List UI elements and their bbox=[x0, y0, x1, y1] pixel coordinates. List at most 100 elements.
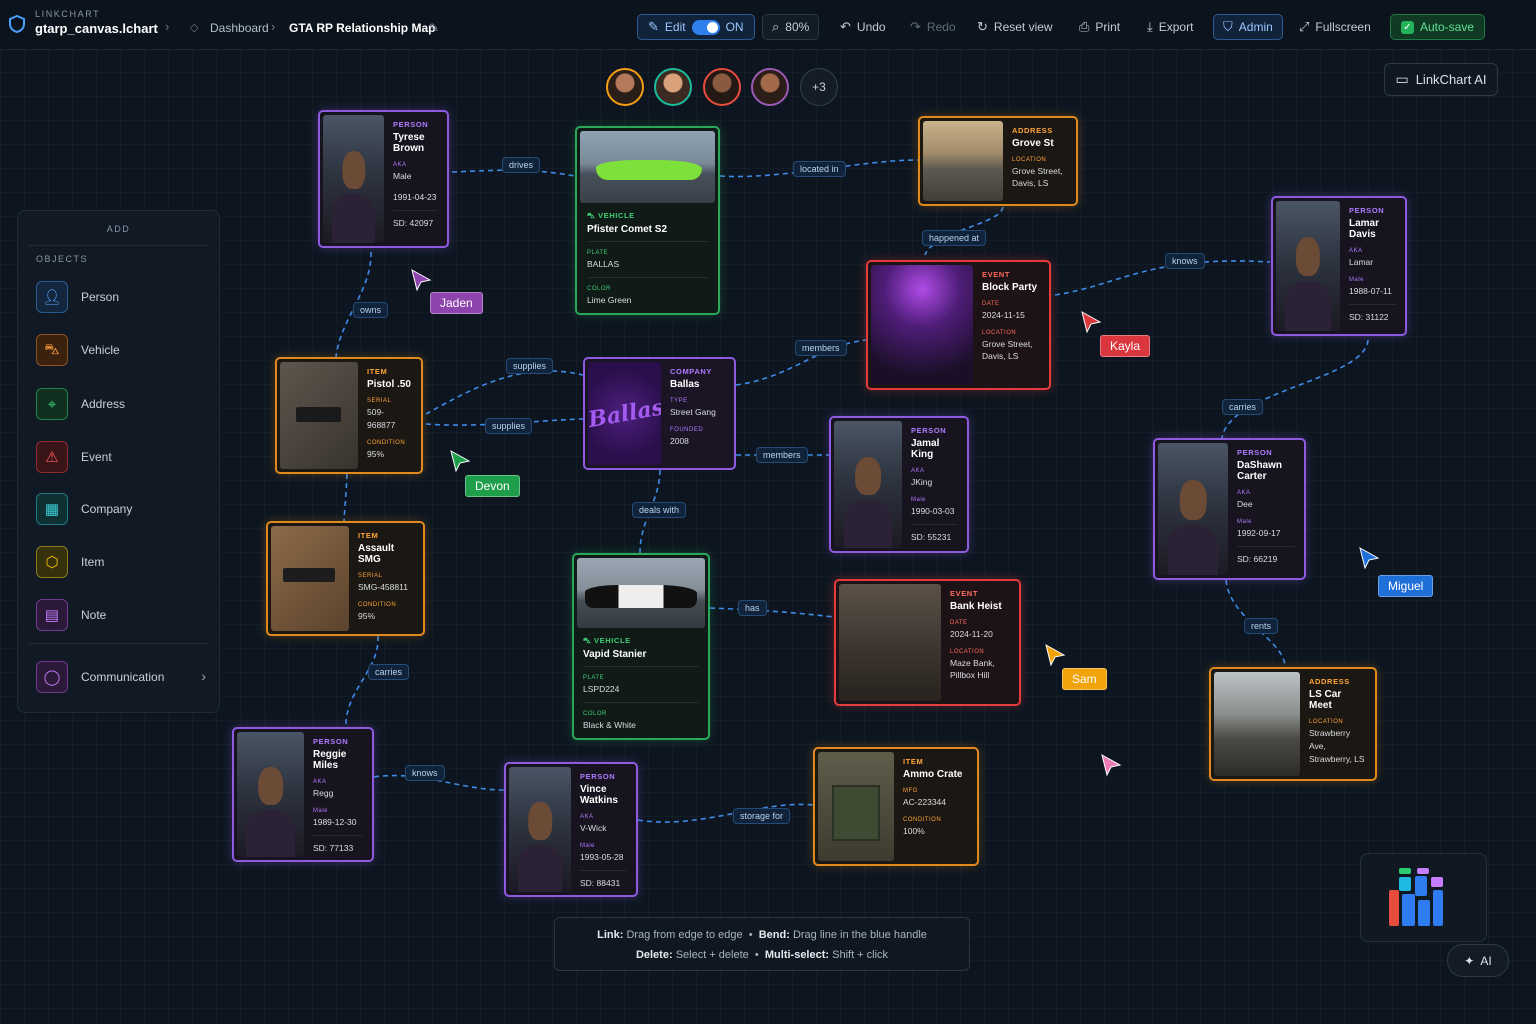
node-name: Reggie Miles bbox=[313, 749, 347, 771]
more-collaborators[interactable]: +3 bbox=[800, 68, 838, 106]
shield-icon: ⛉ bbox=[1223, 19, 1233, 34]
divider bbox=[28, 245, 209, 246]
node-card-pistol[interactable]: ITEM Pistol .50 SERIAL 509-968877 CONDIT… bbox=[275, 357, 423, 474]
undo-button[interactable]: ↶Undo bbox=[840, 14, 886, 40]
edge-label-carries[interactable]: carries bbox=[368, 664, 410, 680]
print-button[interactable]: ⎙Print bbox=[1079, 14, 1120, 40]
divider bbox=[28, 643, 209, 644]
edge-label-members[interactable]: members bbox=[795, 340, 847, 356]
checkbox-checked-icon: ✓ bbox=[1401, 20, 1414, 34]
field-value: 95% bbox=[367, 449, 385, 459]
node-card-block-party[interactable]: EVENT Block Party DATE 2024-11-15 LOCATI… bbox=[866, 260, 1051, 390]
field-label: CONDITION bbox=[903, 817, 942, 823]
sidebar-item-item[interactable]: ⬡ Item bbox=[36, 544, 206, 580]
field-value: AC-223344 bbox=[903, 797, 947, 807]
car-icon: ⛍ bbox=[587, 211, 599, 220]
field-value: 1991-04-23 bbox=[393, 192, 437, 202]
field-label: AKA bbox=[313, 779, 327, 785]
minimap-node bbox=[1389, 890, 1399, 926]
sidebar-item-company[interactable]: ▦ Company bbox=[36, 491, 206, 527]
field-value: Lamar bbox=[1349, 257, 1374, 267]
edge-label-supplies[interactable]: supplies bbox=[506, 358, 554, 374]
edge-label-rents[interactable]: rents bbox=[1244, 618, 1279, 634]
node-card-dashawn-carter[interactable]: PERSON DaShawn Carter AKA Dee Male 1992-… bbox=[1153, 438, 1306, 580]
field-label: LOCATION bbox=[982, 330, 1017, 336]
breadcrumb-dashboard[interactable]: Dashboard bbox=[210, 21, 269, 35]
collaborator-avatar[interactable] bbox=[703, 68, 741, 106]
node-card-pfister-comet[interactable]: ⛍ VEHICLE Pfister Comet S2 PLATE BALLAS … bbox=[575, 126, 720, 315]
node-card-lamar-davis[interactable]: PERSON Lamar Davis AKA Lamar Male 1988-0… bbox=[1271, 196, 1407, 336]
edge-label-drives[interactable]: drives bbox=[502, 157, 541, 173]
collaborator-cursor-label: Sam bbox=[1062, 668, 1107, 690]
edge-label-owns[interactable]: owns bbox=[353, 302, 389, 318]
field-value: 1993-05-28 bbox=[580, 852, 624, 862]
top-toolbar: LINKCHART gtarp_canvas.lchart › ◇ Dashbo… bbox=[0, 0, 1536, 50]
field-label: PLATE bbox=[587, 250, 609, 256]
field-label: AKA bbox=[911, 468, 925, 474]
cursor-arrow-icon bbox=[411, 269, 432, 292]
node-card-grove-st[interactable]: ADDRESS Grove St LOCATION Grove Street, … bbox=[918, 116, 1078, 206]
sidebar-item-vehicle[interactable]: ⛍ Vehicle bbox=[36, 332, 206, 368]
node-type: ADDRESS bbox=[1012, 126, 1053, 135]
export-button[interactable]: ⤓Export bbox=[1147, 14, 1193, 40]
edge-has bbox=[709, 607, 835, 618]
field-value: 2024-11-15 bbox=[982, 310, 1025, 320]
admin-button[interactable]: ⛉Admin bbox=[1213, 14, 1283, 40]
node-card-reggie-miles[interactable]: PERSON Reggie Miles AKA Regg Male 1989-1… bbox=[232, 727, 374, 862]
state-id: SD: 88431 bbox=[580, 878, 621, 888]
collaborator-avatar[interactable] bbox=[751, 68, 789, 106]
edge-label-deals-with[interactable]: deals with bbox=[632, 502, 687, 518]
sidebar-item-label: Vehicle bbox=[81, 343, 120, 357]
event-photo bbox=[839, 584, 941, 701]
zoom-control[interactable]: ⌕ 80% bbox=[762, 14, 820, 40]
edge-label-located-in[interactable]: located in bbox=[793, 161, 846, 177]
file-name[interactable]: gtarp_canvas.lchart bbox=[35, 21, 158, 36]
minimap-node bbox=[1402, 894, 1415, 926]
field-value: 95% bbox=[358, 611, 376, 621]
node-card-assault-smg[interactable]: ITEM Assault SMG SERIAL SMG-458811 CONDI… bbox=[266, 521, 425, 636]
edge-label-supplies[interactable]: supplies bbox=[485, 418, 533, 434]
autosave-toggle[interactable]: ✓Auto-save bbox=[1390, 14, 1486, 40]
redo-icon: ↷ bbox=[910, 19, 921, 34]
node-type: ITEM bbox=[358, 531, 379, 540]
edge-label-knows[interactable]: knows bbox=[1165, 253, 1205, 269]
sidebar-item-person[interactable]: 👤︎ Person bbox=[36, 279, 206, 315]
collaborator-avatar[interactable] bbox=[654, 68, 692, 106]
item-photo bbox=[280, 362, 358, 469]
edge-label-carries[interactable]: carries bbox=[1222, 399, 1264, 415]
sidebar-item-communication[interactable]: ◯ Communication › bbox=[36, 659, 206, 695]
fullscreen-button[interactable]: ⤢Fullscreen bbox=[1299, 14, 1371, 40]
diamond-icon: ◇ bbox=[190, 22, 199, 34]
toggle-switch[interactable] bbox=[691, 19, 720, 35]
node-card-ballas[interactable]: Ballas COMPANY Ballas TYPE Street Gang F… bbox=[583, 357, 736, 470]
field-label: LOCATION bbox=[1012, 157, 1047, 163]
edge-label-knows[interactable]: knows bbox=[405, 765, 445, 781]
sidebar-item-event[interactable]: ⚠ Event bbox=[36, 439, 206, 475]
edge-label-happened-at[interactable]: happened at bbox=[922, 230, 987, 246]
collaborator-avatar[interactable] bbox=[606, 68, 644, 106]
field-value: Black & White bbox=[583, 720, 636, 730]
node-card-ls-car-meet[interactable]: ADDRESS LS Car Meet LOCATION Strawberry … bbox=[1209, 667, 1377, 781]
edit-mode-toggle[interactable]: ✎ Edit ON bbox=[637, 14, 755, 40]
redo-button[interactable]: ↷Redo bbox=[910, 14, 956, 40]
ai-assistant-button[interactable]: ✦ AI bbox=[1447, 944, 1509, 977]
printer-icon: ⎙ bbox=[1079, 19, 1090, 34]
sidebar-item-address[interactable]: ⌖ Address bbox=[36, 386, 206, 422]
reset-view-button[interactable]: ↻Reset view bbox=[977, 14, 1053, 40]
node-card-bank-heist[interactable]: EVENT Bank Heist DATE 2024-11-20 LOCATIO… bbox=[834, 579, 1021, 706]
sidebar-item-note[interactable]: ▤ Note bbox=[36, 597, 206, 633]
node-card-tyrese-brown[interactable]: PERSON Tyrese Brown AKA Male 1991-04-23 … bbox=[318, 110, 449, 248]
rename-pencil-icon[interactable]: ✎ bbox=[429, 21, 440, 35]
node-name: LS Car Meet bbox=[1309, 689, 1342, 711]
node-card-vince-watkins[interactable]: PERSON Vince Watkins AKA V-Wick Male 199… bbox=[504, 762, 638, 897]
add-objects-panel: ADD OBJECTS 👤︎ Person ⛍ Vehicle ⌖ Addres… bbox=[17, 210, 220, 713]
node-card-ammo-crate[interactable]: ITEM Ammo Crate MFG AC-223344 CONDITION … bbox=[813, 747, 979, 866]
edge-label-has[interactable]: has bbox=[738, 600, 767, 616]
node-card-vapid-stanier[interactable]: ⛍ VEHICLE Vapid Stanier PLATE LSPD224 CO… bbox=[572, 553, 710, 740]
edge-label-storage-for[interactable]: storage for bbox=[733, 808, 791, 824]
edge-label-members[interactable]: members bbox=[756, 447, 808, 463]
node-card-jamal-king[interactable]: PERSON Jamal King AKA JKing Male 1990-03… bbox=[829, 416, 969, 553]
canvas-minimap[interactable] bbox=[1360, 853, 1487, 942]
person-icon: 👤︎ bbox=[36, 281, 68, 313]
linkchart-ai-button[interactable]: ▭ LinkChart AI bbox=[1384, 63, 1498, 96]
